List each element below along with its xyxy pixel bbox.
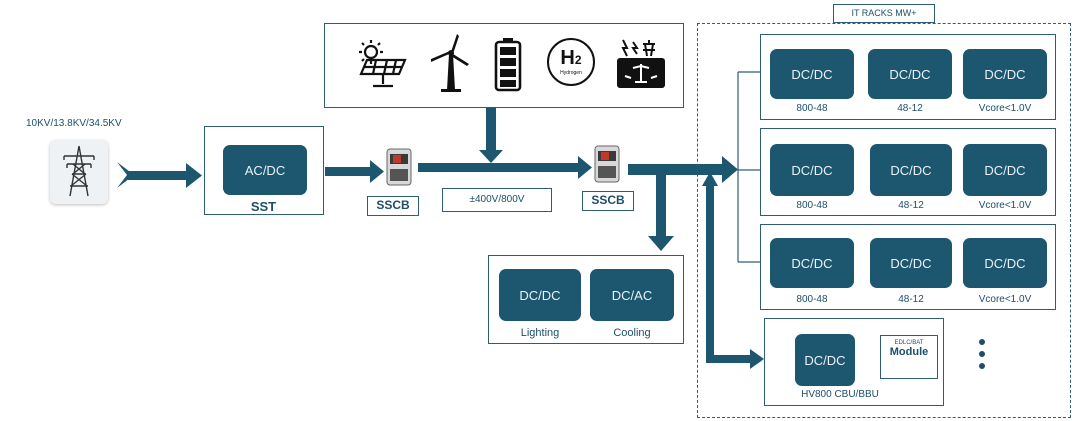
aux-loads-box: DC/DC Lighting DC/AC Cooling bbox=[488, 255, 684, 344]
rack-row-3-stage-2-label: 48-12 bbox=[898, 294, 924, 305]
rack-row-2-stage-3: DC/DC bbox=[963, 144, 1047, 196]
rack-row-3: DC/DC 800-48 DC/DC 48-12 DC/DC Vcore<1.0… bbox=[760, 224, 1056, 310]
it-racks-container bbox=[697, 23, 1071, 418]
to-cbu-arrow bbox=[702, 172, 764, 369]
edlc-module-label: Module bbox=[889, 346, 929, 358]
sources-down-arrow bbox=[479, 108, 503, 163]
rack-row-3-stage-3-label: Vcore<1.0V bbox=[978, 294, 1032, 305]
to-aux-loads-arrow bbox=[648, 172, 674, 251]
edlc-module: EDLC/BAT Module bbox=[880, 335, 938, 379]
rack-row-1-stage-3-label: Vcore<1.0V bbox=[978, 103, 1032, 114]
sst-label: SST bbox=[250, 199, 277, 214]
rack-row-3-stage-1-label: 800-48 bbox=[796, 294, 828, 305]
bus-arrow bbox=[418, 156, 592, 179]
rack-row-2-stage-1-label: 800-48 bbox=[796, 200, 828, 211]
rack-row-2: DC/DC 800-48 DC/DC 48-12 DC/DC Vcore<1.0… bbox=[760, 128, 1056, 216]
cbu-label: HV800 CBU/BBU bbox=[801, 389, 879, 400]
sscb-left-label: SSCB bbox=[367, 196, 419, 216]
hydrogen-icon: H2 Hydrogen bbox=[547, 38, 595, 86]
cbu-box: DC/DC HV800 CBU/BBU EDLC/BAT Module bbox=[764, 318, 944, 406]
transmission-tower-icon bbox=[50, 140, 108, 204]
rack-row-1: DC/DC 800-48 DC/DC 48-12 DC/DC Vcore<1.0… bbox=[760, 34, 1056, 120]
solar-panel-icon bbox=[359, 40, 407, 88]
bus-voltage-label: ±400V/800V bbox=[442, 188, 552, 212]
cooling-label: Cooling bbox=[613, 327, 651, 339]
grid-tower-icon bbox=[617, 39, 665, 88]
h2-subscript: 2 bbox=[574, 53, 582, 67]
lighting-label: Lighting bbox=[520, 327, 560, 339]
lighting-converter: DC/DC bbox=[499, 269, 581, 321]
sources-panel: H2 Hydrogen bbox=[324, 23, 684, 108]
breaker-icon bbox=[384, 145, 414, 189]
h2-caption: Hydrogen bbox=[560, 70, 582, 76]
sst-box: AC/DC SST bbox=[204, 126, 324, 215]
cbu-converter: DC/DC bbox=[795, 334, 855, 386]
source-voltage-label: 10KV/13.8KV/34.5KV bbox=[26, 118, 122, 129]
sst-to-sscb-arrow bbox=[325, 160, 384, 183]
rack-row-1-stage-3: DC/DC bbox=[963, 49, 1047, 99]
rack-row-2-stage-2-label: 48-12 bbox=[898, 200, 924, 211]
edlc-module-small-label: EDLC/BAT bbox=[894, 340, 924, 346]
breaker-icon bbox=[592, 142, 622, 186]
rack-row-3-stage-3: DC/DC bbox=[963, 238, 1047, 288]
rack-row-2-stage-2: DC/DC bbox=[870, 144, 952, 196]
rack-row-3-stage-2: DC/DC bbox=[870, 238, 952, 288]
cooling-converter: DC/AC bbox=[590, 269, 674, 321]
it-racks-title: IT RACKS MW+ bbox=[833, 4, 935, 23]
battery-icon bbox=[494, 38, 522, 92]
sst-converter: AC/DC bbox=[223, 145, 307, 195]
rack-row-2-stage-1: DC/DC bbox=[770, 144, 854, 196]
wind-turbine-icon bbox=[431, 34, 469, 92]
rack-row-1-stage-1: DC/DC bbox=[770, 49, 854, 99]
rack-row-3-stage-1: DC/DC bbox=[770, 238, 854, 288]
source-chevron-arrow bbox=[117, 162, 202, 188]
more-indicator bbox=[975, 336, 989, 376]
rack-row-1-stage-2-label: 48-12 bbox=[897, 103, 923, 114]
sscb-right-label: SSCB bbox=[582, 191, 634, 211]
rack-row-2-stage-3-label: Vcore<1.0V bbox=[978, 200, 1032, 211]
h2-text: H bbox=[560, 47, 575, 69]
rack-row-1-stage-2: DC/DC bbox=[868, 49, 952, 99]
to-it-racks-arrow bbox=[628, 156, 738, 183]
rack-row-1-stage-1-label: 800-48 bbox=[796, 103, 828, 114]
